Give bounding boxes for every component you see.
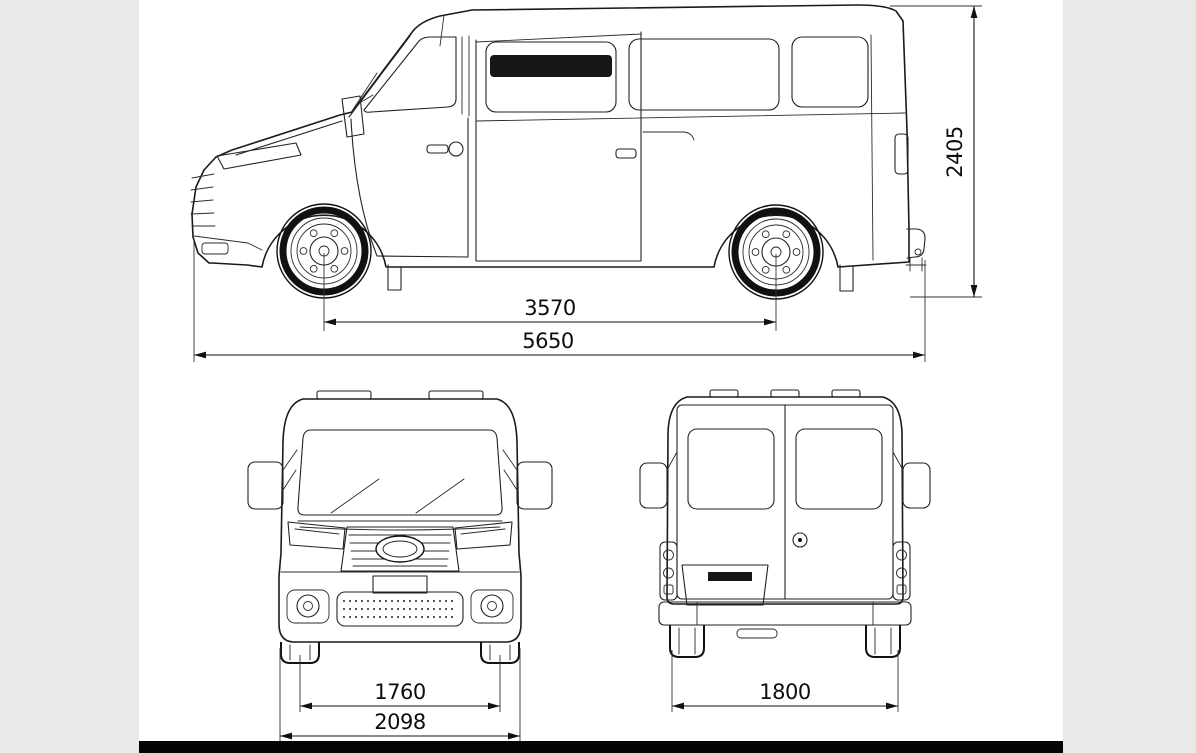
side-window-2: [628, 38, 780, 111]
headlight-right: [454, 521, 513, 550]
wiper-side: [351, 72, 378, 112]
windshield-front: [297, 429, 503, 516]
hood-crease-front: [299, 526, 501, 531]
tail-lamp-right: [892, 541, 911, 601]
document-page: 3570 5650 2405: [139, 0, 1063, 753]
dimension-wheelbase: 3570: [323, 253, 777, 331]
dimension-front-track: 1760: [299, 655, 501, 712]
side-view: [190, 4, 927, 300]
dimension-overall-height: 2405: [890, 5, 982, 298]
dimension-wheelbase-value: 3570: [524, 296, 575, 320]
dimension-overall-length-value: 5650: [522, 329, 573, 353]
license-plate-front: [372, 575, 428, 594]
wiper-right: [415, 478, 465, 514]
rear-bumper-side: [906, 228, 926, 259]
roof-rib-left: [316, 390, 372, 400]
windshield-side: [348, 35, 411, 118]
front-view: [247, 390, 553, 664]
rear-roof-rib-3: [831, 389, 861, 398]
side-window-1-dark-vent: [490, 55, 612, 77]
dimension-overall-width-value: 2098: [374, 710, 425, 734]
rear-bumper-roller: [914, 248, 922, 256]
brand-logo: [375, 535, 425, 563]
front-fog-lamp-side: [201, 242, 229, 255]
mirror-left-front: [247, 449, 298, 510]
rear-tow-bracket: [905, 257, 927, 272]
hood-seam: [235, 120, 343, 156]
fuel-cap: [448, 141, 464, 157]
mirror-left-rear: [639, 451, 678, 509]
dimension-rear-track: 1800: [671, 650, 899, 712]
side-window-3: [791, 36, 869, 108]
tail-lamp-left: [659, 541, 678, 601]
dimension-rear-track-value: 1800: [759, 680, 810, 704]
technical-drawing-canvas: 3570 5650 2405: [139, 4, 1063, 753]
mirror-right-front: [502, 449, 553, 510]
fog-lamp-right: [470, 589, 514, 624]
rear-body-outline: [666, 396, 904, 605]
dimension-overall-height-value: 2405: [943, 126, 967, 177]
mirror-side: [341, 94, 374, 138]
footer-bar: [139, 741, 1063, 753]
sliding-door-handle: [615, 148, 637, 159]
front-mud-flap: [387, 264, 402, 291]
rear-view: [639, 389, 931, 658]
cab-door-window: [363, 36, 457, 113]
license-plate-recess: [681, 564, 769, 606]
rear-roof-rib-1: [709, 389, 739, 398]
side-window-1: [485, 41, 617, 113]
dimension-overall-width: 2098: [279, 648, 521, 742]
rear-mud-flap: [839, 264, 854, 292]
muffler: [736, 628, 778, 639]
cab-door-handle: [426, 144, 449, 154]
sliding-door-top-edge: [475, 33, 642, 43]
side-body-outline: [191, 4, 910, 268]
tail-lamp-side: [894, 133, 909, 175]
rear-tire-left: [669, 625, 705, 658]
dimension-front-track-value: 1760: [374, 680, 425, 704]
cab-door-seam: [350, 117, 469, 258]
rear-tire-right: [865, 625, 901, 658]
rear-window-left: [687, 428, 775, 510]
rear-window-right: [795, 428, 883, 510]
rear-wheel-lug-nuts: [751, 230, 801, 274]
front-body-outline: [278, 398, 522, 643]
rear-roof-rib-2: [770, 389, 800, 398]
sliding-door-seam: [475, 31, 642, 262]
rear-panel-seam: [870, 34, 874, 261]
fog-lamp-left: [286, 589, 330, 624]
roof-seam: [439, 14, 445, 47]
belt-line: [475, 112, 906, 122]
front-bumper-crease: [193, 235, 263, 251]
headlight-left: [287, 521, 346, 550]
rear-emblem: [792, 532, 808, 548]
front-wheel-lug-nuts: [299, 229, 349, 273]
lower-grille: [336, 591, 464, 627]
mirror-right-rear: [892, 451, 931, 509]
wiper-left: [330, 478, 380, 514]
headlight-side: [216, 142, 302, 170]
upper-grille: [340, 526, 460, 572]
roof-rib-right: [428, 390, 484, 400]
dimension-overall-length: 5650: [193, 240, 926, 362]
rear-bumper: [658, 601, 912, 626]
sliding-door-rail: [642, 131, 695, 141]
grille-slats-side: [190, 173, 216, 227]
